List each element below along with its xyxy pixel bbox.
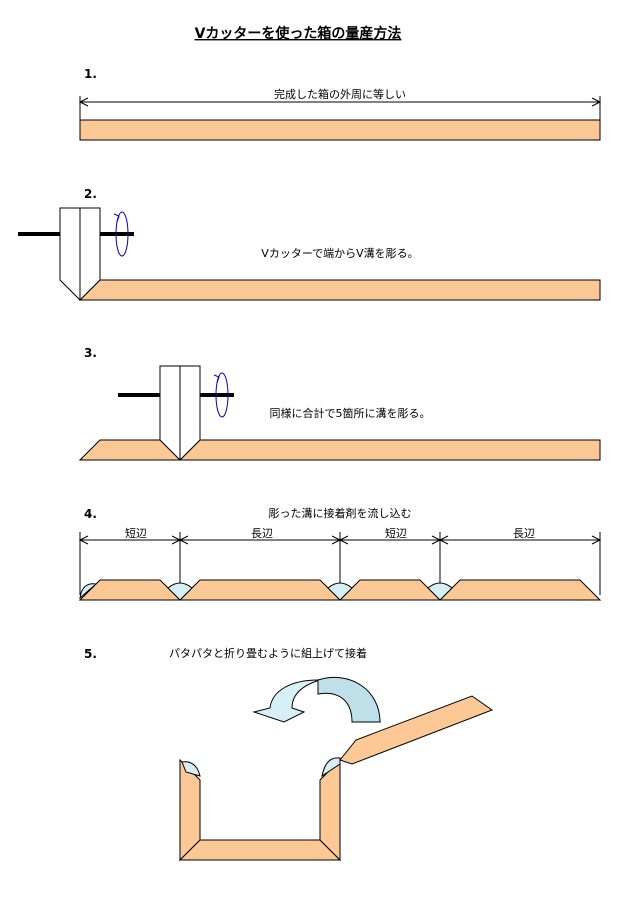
step-3-board-right [178, 439, 601, 461]
glue-drop [327, 582, 353, 601]
step-1-board [79, 119, 601, 141]
step-3: 3. 同様に合計で5箇所に溝を彫る。 [78, 346, 601, 461]
dim-label-short-2: 短辺 [385, 526, 407, 540]
step-2-board [78, 279, 601, 301]
step-1-arrow-left [78, 97, 89, 107]
dim-label-short-1: 短辺 [125, 526, 147, 540]
glue-drop [181, 761, 201, 777]
glue-drop [321, 757, 341, 778]
page-title: Vカッターを使った箱の量産方法 [195, 25, 402, 42]
step-2: 2. Vカッターで端からV溝を彫る。 [18, 187, 601, 301]
box-bottom [178, 839, 342, 861]
dim-label-long-2: 長辺 [513, 527, 535, 540]
step-4: 4. 彫った溝に接着剤を流し込む 短辺 長辺 短辺 長辺 [78, 506, 602, 601]
step-4-board-segment [438, 579, 602, 601]
dim-arrow [78, 535, 89, 545]
rotation-arrow-icon [213, 374, 220, 384]
rotation-icon [215, 372, 229, 418]
rotation-icon [115, 211, 129, 257]
step-5-label: パタパタと折り畳むように組上げて接着 [169, 646, 367, 660]
step-5: 5. パタパタと折り畳むように組上げて接着 [84, 646, 494, 862]
step-3-number: 3. [84, 346, 97, 360]
step-4-board-segment [178, 579, 342, 601]
glue-drop [79, 583, 98, 600]
glue-drop [167, 582, 193, 601]
dim-arrow [178, 535, 189, 545]
step-4-label: 彫った溝に接着剤を流し込む [269, 506, 412, 520]
dim-arrow [438, 535, 449, 545]
step-4-board-segment [78, 579, 182, 601]
box-flap [339, 695, 494, 765]
step-2-label: Vカッターで端からV溝を彫る。 [261, 247, 418, 260]
step-4-number: 4. [84, 507, 97, 521]
step-3-label: 同様に合計で5箇所に溝を彫る。 [270, 406, 431, 420]
dim-arrow [338, 535, 349, 545]
glue-drop [427, 582, 453, 601]
dim-arrow [591, 535, 602, 545]
step-1: 1. 完成した箱の外周に等しい [78, 67, 602, 141]
step-2-number: 2. [84, 187, 97, 201]
rotation-arrow-icon [113, 213, 120, 223]
step-1-label: 完成した箱の外周に等しい [274, 87, 406, 101]
dim-label-long-1: 長辺 [251, 527, 273, 540]
step-1-number: 1. [84, 67, 97, 81]
fold-arrow-tail [317, 676, 381, 723]
step-4-board-segment [338, 579, 442, 601]
step-5-number: 5. [84, 647, 97, 661]
step-1-arrow-right [591, 97, 602, 107]
